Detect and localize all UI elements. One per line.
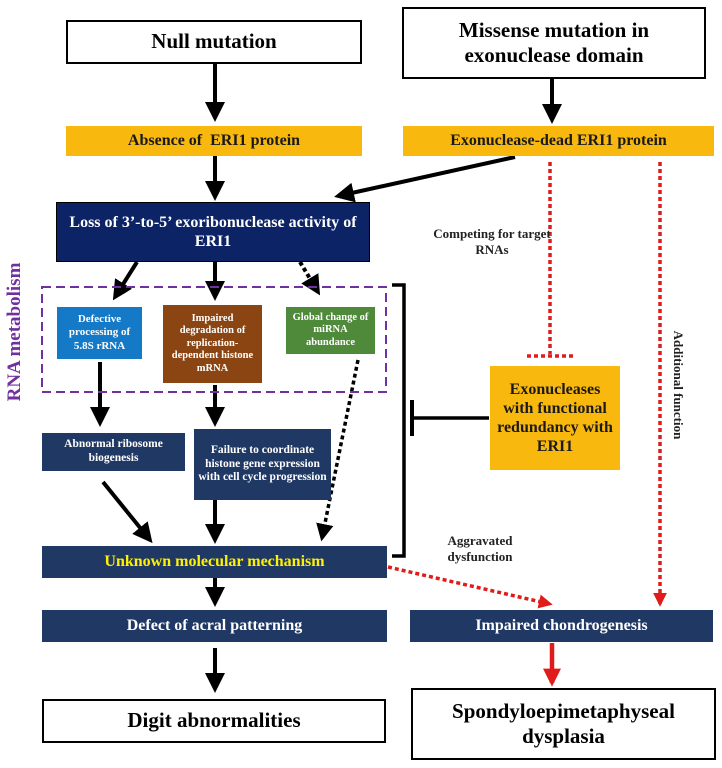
digit-abnormalities-box: Digit abnormalities <box>42 699 386 743</box>
null-mutation-box: Null mutation <box>66 20 362 64</box>
impaired-degradation-box: Impaired degradation of replication-depe… <box>163 305 262 383</box>
missense-mutation-text: Missense mutation in exonuclease domain <box>458 17 650 67</box>
spondylo-box: Spondyloepimetaphyseal dysplasia <box>411 688 716 760</box>
additional-function-label: Additional function <box>671 330 686 440</box>
red-aggravated-line <box>387 565 553 609</box>
rna-metabolism-label: RNA metabolism <box>4 262 25 402</box>
arrow-global-to-unknown <box>316 359 360 542</box>
aggravated-label: Aggravated dysfunction <box>447 533 513 564</box>
exonuclease-dead-text: Exonuclease-dead ERI1 protein <box>450 132 667 150</box>
abnormal-ribosome-text: Abnormal ribosome biogenesis <box>64 438 163 464</box>
failure-coordinate-box: Failure to coordinate histone gene expre… <box>194 429 331 500</box>
failure-coordinate-text: Failure to coordinate histone gene expre… <box>198 443 327 484</box>
impaired-degradation-text: Impaired degradation of replication-depe… <box>171 312 254 374</box>
defect-acral-box: Defect of acral patterning <box>42 610 387 642</box>
absence-protein-box: Absence of ERI1 protein <box>66 126 362 156</box>
arrow-ribosome-to-unknown <box>101 480 153 544</box>
global-change-text: Global change of miRNA abundance <box>292 311 369 348</box>
defect-acral-text: Defect of acral patterning <box>126 617 303 635</box>
unknown-mechanism-box: Unknown molecular mechanism <box>42 546 387 578</box>
unknown-mechanism-text: Unknown molecular mechanism <box>104 553 325 571</box>
abnormal-ribosome-box: Abnormal ribosome biogenesis <box>42 433 185 471</box>
absence-protein-text: Absence of ERI1 protein <box>127 132 301 150</box>
exonucleases-redundancy-box: Exonucleases with functional redundancy … <box>490 366 620 470</box>
bracket <box>392 283 406 558</box>
spondylo-text: Spondyloepimetaphyseal dysplasia <box>452 698 675 748</box>
exonuclease-dead-box: Exonuclease-dead ERI1 protein <box>403 126 714 156</box>
impaired-chondrogenesis-text: Impaired chondrogenesis <box>475 617 648 635</box>
rna-metabolism-group <box>41 286 387 393</box>
digit-abnormalities-text: Digit abnormalities <box>127 708 301 733</box>
loss-activity-box: Loss of 3’-to-5’ exoribonuclease activit… <box>56 202 370 262</box>
global-change-box: Global change of miRNA abundance <box>286 307 375 354</box>
impaired-chondrogenesis-box: Impaired chondrogenesis <box>410 610 713 642</box>
arrow-exodead-to-loss <box>334 155 516 203</box>
loss-activity-text: Loss of 3’-to-5’ exoribonuclease activit… <box>69 213 357 250</box>
competing-label: Competing for target RNAs <box>433 226 551 257</box>
missense-mutation-box: Missense mutation in exonuclease domain <box>402 7 706 79</box>
defective-processing-box: Defective processing of 5.8S rRNA <box>57 307 142 359</box>
exonucleases-redundancy-text: Exonucleases with functional redundancy … <box>497 380 613 456</box>
null-mutation-text: Null mutation <box>151 29 277 54</box>
defective-processing-text: Defective processing of 5.8S rRNA <box>68 313 131 352</box>
arrow-loss-to-defective <box>112 260 139 301</box>
